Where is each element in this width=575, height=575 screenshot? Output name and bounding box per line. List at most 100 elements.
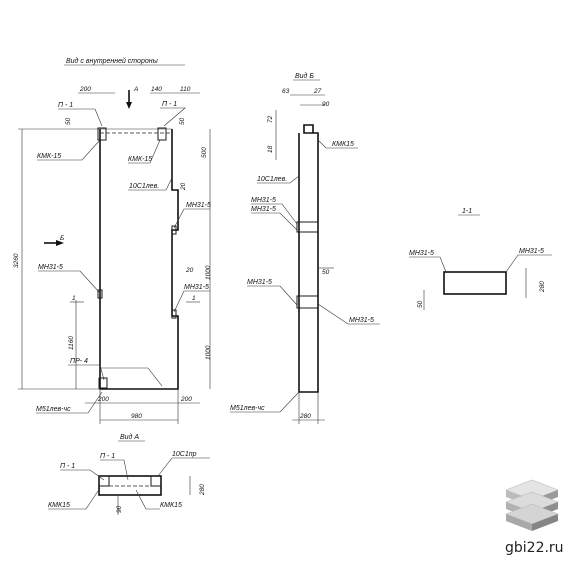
side-mn4-leader: [317, 303, 380, 325]
dim-500: 500: [201, 147, 208, 158]
bottom-kmk-left-leader: [48, 487, 101, 510]
section-mn-left-label: МН31-5: [409, 250, 434, 257]
bottom-kmk-right-label: КМК15: [160, 502, 182, 509]
dim-140: 140: [151, 86, 162, 93]
side-mn3-label: МН31-5: [247, 279, 272, 286]
watermark-text: gbi22.ru: [505, 540, 564, 556]
p1-right-leader: [160, 107, 186, 127]
side-s10-leader: [257, 175, 300, 184]
dim-20-top: 20: [180, 182, 187, 191]
bottom-s10pr-leader: [157, 457, 210, 477]
dim-18: 18: [267, 145, 274, 153]
dim-200-bottom-right: 200: [180, 396, 192, 403]
m51-leader: [36, 391, 103, 414]
bottom-s10pr-label: 10С1пр: [172, 451, 197, 458]
side-view: Вид Б 63 27 90 72 18 КМК15 10С1лев. МН31…: [230, 72, 380, 424]
kmk-left-leader: [37, 139, 101, 161]
kmk-right-leader: [128, 139, 161, 164]
bottom-plate-left: [98, 475, 110, 487]
loop-right: [157, 127, 167, 141]
m51-label: М51лев-чс: [36, 406, 71, 413]
dim-200-top: 200: [79, 86, 91, 93]
bottom-p1-left-label: П - 1: [60, 463, 75, 470]
p1-right-label: П - 1: [162, 101, 177, 108]
mn-left-label: МН31-5: [38, 264, 63, 271]
bottom-kmk-right-leader: [135, 489, 160, 510]
dim-20-mid: 20: [185, 267, 194, 274]
pr4-plate: [98, 377, 108, 389]
side-mn2-leader: [251, 212, 298, 231]
side-mn1-leader: [251, 203, 298, 225]
section-view: 1-1 МН31-5 МН31-5 280 50: [409, 208, 552, 310]
section-mark-left: 1: [72, 295, 76, 302]
bottom-dim-280: 280: [199, 484, 206, 496]
arrow-b-label: Б: [60, 235, 64, 242]
mn-right-bottom-plate: [171, 309, 177, 319]
mn-left-plate: [97, 289, 103, 299]
side-plate-bottom: [296, 295, 319, 309]
bottom-p1-left-leader: [60, 469, 105, 481]
pr4-slope: [147, 367, 163, 387]
dim-1160: 1160: [68, 336, 75, 350]
side-mn3-leader: [247, 285, 298, 306]
mn-right-bottom-label: МН31-5: [184, 284, 209, 291]
dim-1000-top: 1000: [205, 265, 212, 280]
side-outline: [298, 124, 319, 393]
dim-50-left: 50: [65, 117, 72, 125]
dim-27: 27: [313, 88, 322, 95]
pr4-leader: [68, 364, 105, 381]
mn-right-top-plate: [171, 225, 177, 235]
bottom-plate-right: [150, 475, 162, 487]
side-kmk-label: КМК15: [332, 141, 354, 148]
mn-left-leader: [38, 270, 101, 294]
mn-right-top-leader: [173, 208, 210, 229]
section-mn-left-leader: [409, 256, 447, 273]
side-dim-280: 280: [299, 413, 311, 420]
dim-72: 72: [267, 115, 274, 123]
arrow-a-head: [126, 102, 132, 109]
mn-right-top-label: МН31-5: [186, 202, 211, 209]
loop-left: [97, 127, 107, 141]
pr4-label: ПР- 4: [70, 358, 88, 365]
side-kmk-leader: [317, 139, 358, 149]
bottom-p1-center-leader: [100, 459, 129, 481]
bottom-view: Вид А П - 1 П - 1 10С1пр КМК15 КМК15 280…: [48, 433, 210, 515]
bottom-dim-90: 90: [116, 505, 123, 513]
dim-90: 90: [322, 101, 330, 108]
section-dim-50: 50: [417, 300, 424, 308]
section-mn-right-label: МН31-5: [519, 248, 544, 255]
section-mark-right: 1: [192, 295, 196, 302]
side-mn1-label: МН31-5: [251, 197, 276, 204]
bottom-view-title: Вид А: [120, 433, 139, 441]
section-rect: [443, 271, 507, 295]
section-dim-280: 280: [539, 281, 546, 293]
p1-left-leader: [58, 108, 103, 127]
dim-3260: 3260: [13, 253, 20, 268]
arrow-a-label: А: [133, 86, 138, 93]
panel-outline: [99, 129, 179, 390]
side-view-title: Вид Б: [295, 72, 314, 80]
side-mn4-label: МН31-5: [349, 317, 374, 324]
dim-980: 980: [131, 413, 142, 420]
s10-left-leader: [128, 177, 173, 191]
kmk-right-label: КМК-15: [128, 156, 152, 163]
p1-left-label: П - 1: [58, 102, 73, 109]
dim-63: 63: [282, 88, 290, 95]
side-plate-top: [296, 221, 319, 233]
dim-110: 110: [180, 86, 191, 93]
dim-200-bottom-left: 200: [97, 396, 109, 403]
side-mn2-label: МН31-5: [251, 206, 276, 213]
kmk-left-label: КМК-15: [37, 153, 61, 160]
bottom-kmk-left-label: КМК15: [48, 502, 70, 509]
side-m51-label: М51лев-чс: [230, 405, 265, 412]
site-logo: [505, 479, 559, 531]
s10-left-label: 10С1лев.: [129, 183, 159, 190]
side-m51-leader: [230, 391, 300, 413]
dim-50-right: 50: [179, 117, 186, 125]
front-view-title: Вид с внутренней стороны: [66, 57, 159, 65]
section-mn-right-leader: [505, 254, 552, 273]
side-dim-50: 50: [322, 269, 330, 276]
bottom-p1-center-label: П - 1: [100, 453, 115, 460]
